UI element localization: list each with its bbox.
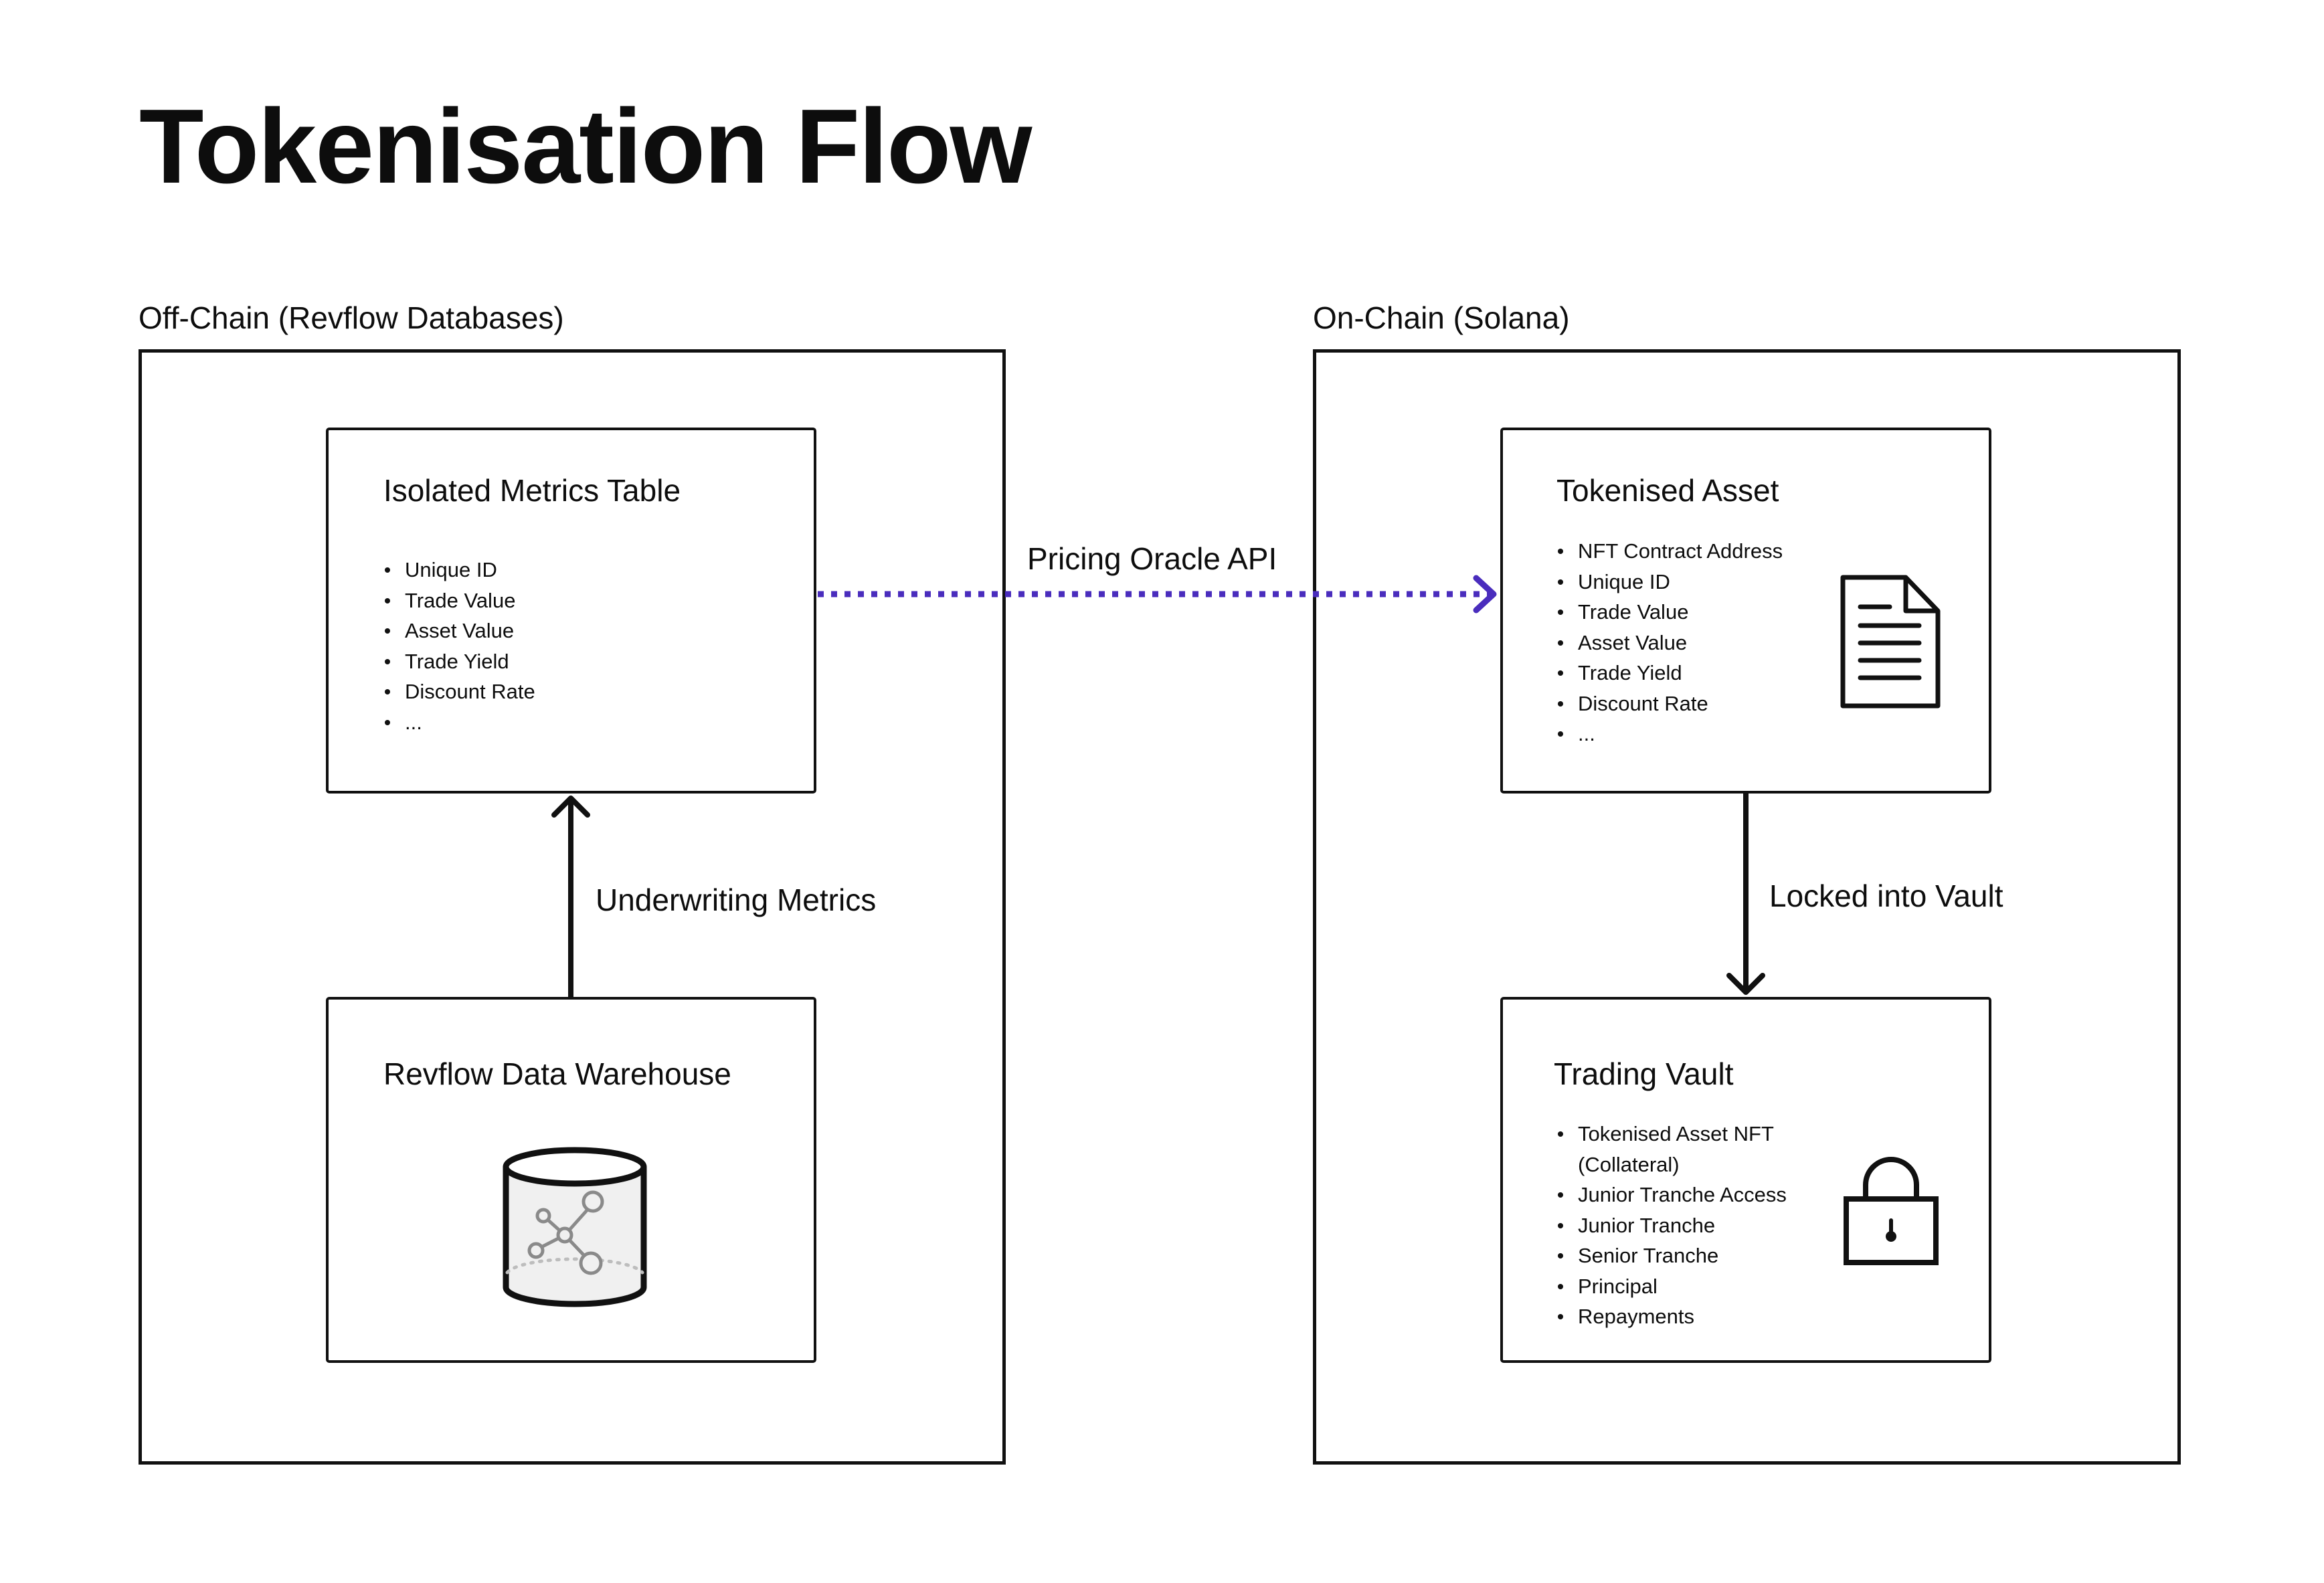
padlock-icon [1844, 1157, 1939, 1265]
off-chain-region [139, 349, 1006, 1465]
list-item: Trade Value [1556, 597, 1783, 628]
underwriting-metrics-label: Underwriting Metrics [596, 882, 877, 917]
trading-vault-list: Tokenised Asset NFT (Collateral) Junior … [1556, 1119, 1787, 1332]
list-item: Asset Value [1556, 628, 1783, 658]
list-item: Unique ID [383, 555, 535, 585]
list-item: ... [383, 707, 535, 738]
on-chain-label: On-Chain (Solana) [1313, 300, 1570, 335]
metrics-table-list: Unique ID Trade Value Asset Value Trade … [383, 555, 535, 737]
pricing-oracle-label: Pricing Oracle API [1027, 541, 1277, 576]
list-item: NFT Contract Address [1556, 536, 1783, 567]
list-item: Tokenised Asset NFT [1556, 1119, 1787, 1149]
trading-vault-card[interactable]: Trading Vault Tokenised Asset NFT (Colla… [1500, 997, 1991, 1363]
list-item: Trade Yield [383, 646, 535, 677]
list-item: Discount Rate [383, 676, 535, 707]
metrics-table-card[interactable]: Isolated Metrics Table Unique ID Trade V… [326, 428, 816, 794]
list-item: Trade Yield [1556, 658, 1783, 688]
data-warehouse-title: Revflow Data Warehouse [383, 1056, 731, 1091]
list-item: Trade Value [383, 585, 535, 616]
list-item: Unique ID [1556, 567, 1783, 597]
list-item: Asset Value [383, 616, 535, 646]
tokenised-asset-list: NFT Contract Address Unique ID Trade Val… [1556, 536, 1783, 749]
list-item: Junior Tranche Access [1556, 1180, 1787, 1210]
data-warehouse-card[interactable]: Revflow Data Warehouse [326, 997, 816, 1363]
list-item: ... [1556, 719, 1783, 749]
list-item: Discount Rate [1556, 688, 1783, 719]
list-item: Senior Tranche [1556, 1240, 1787, 1271]
trading-vault-title: Trading Vault [1554, 1056, 1734, 1091]
metrics-table-title: Isolated Metrics Table [383, 473, 681, 508]
on-chain-region [1313, 349, 2181, 1465]
page-title: Tokenisation Flow [139, 88, 1032, 205]
list-item-continuation: (Collateral) [1578, 1152, 1680, 1176]
oracle-arrow [818, 575, 1497, 614]
locked-into-vault-label: Locked into Vault [1769, 878, 2003, 913]
list-item: Principal [1556, 1271, 1787, 1302]
locked-arrow [1726, 794, 1765, 995]
tokenised-asset-title: Tokenised Asset [1556, 473, 1779, 508]
underwriting-arrow [551, 796, 590, 997]
off-chain-label: Off-Chain (Revflow Databases) [139, 300, 564, 335]
tokenised-asset-card[interactable]: Tokenised Asset NFT Contract Address Uni… [1500, 428, 1991, 794]
database-network-icon [503, 1147, 647, 1307]
list-item: Junior Tranche [1556, 1210, 1787, 1241]
document-icon [1840, 575, 1941, 709]
list-item: Repayments [1556, 1301, 1787, 1332]
